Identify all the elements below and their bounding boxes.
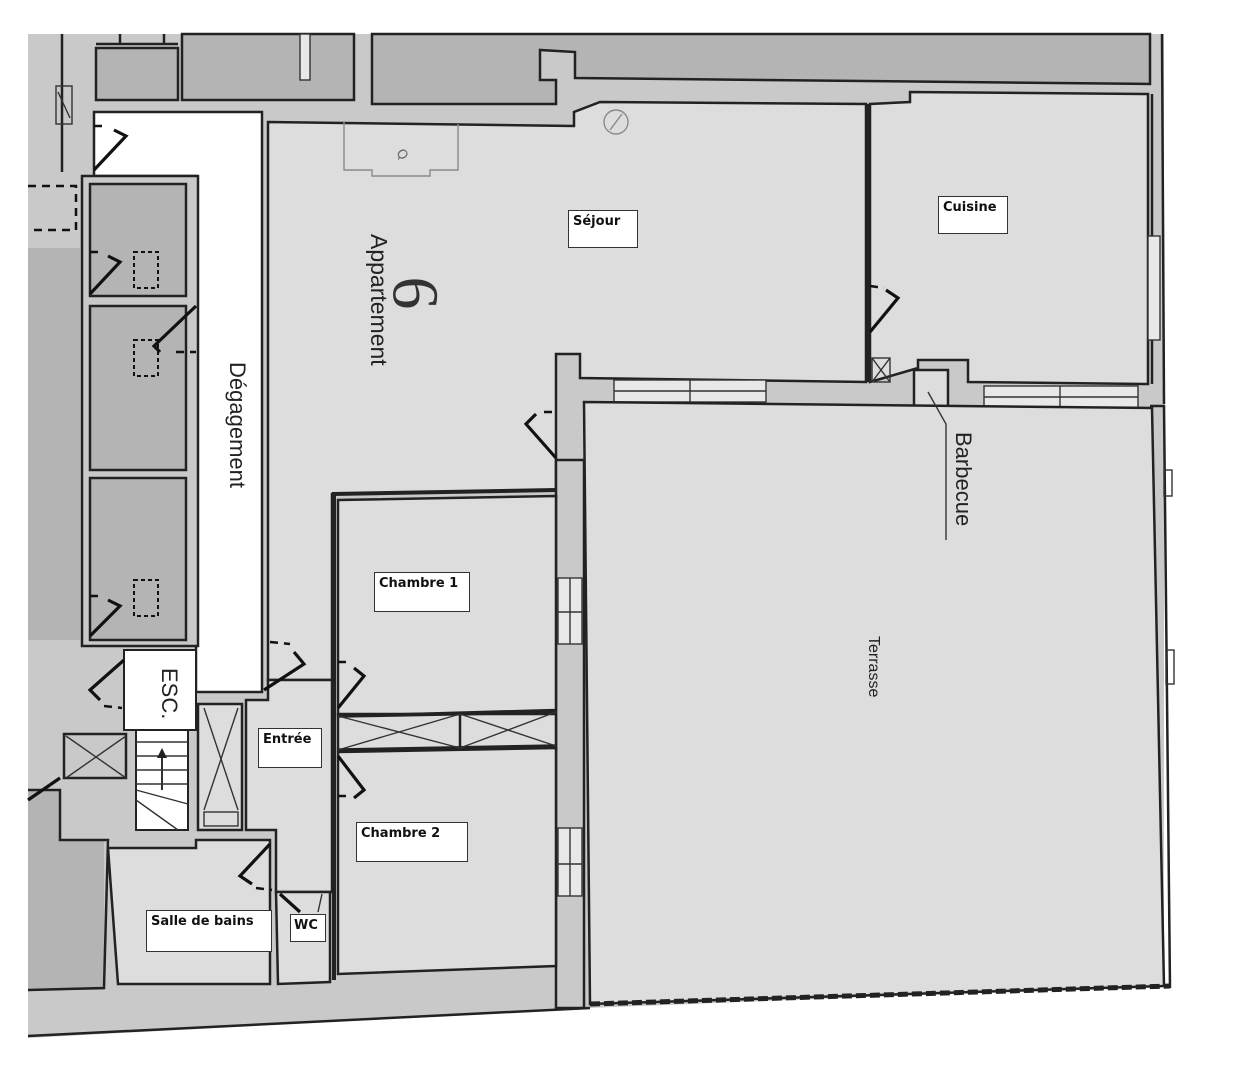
label-salle-de-bains: Salle de bains bbox=[146, 910, 272, 952]
neighbor-units-top bbox=[94, 32, 1152, 106]
door-corridor-top bbox=[92, 128, 129, 172]
label-sejour: Séjour bbox=[568, 210, 638, 248]
neighbor-units-left bbox=[27, 34, 110, 992]
label-chambre-2: Chambre 2 bbox=[356, 822, 468, 862]
shaft bbox=[196, 702, 244, 832]
label-escalier: ESC. bbox=[157, 668, 182, 720]
windows-east-bedrooms bbox=[557, 577, 583, 897]
fireplace bbox=[343, 122, 459, 177]
smoke-detector-icon bbox=[603, 109, 629, 135]
room-cuisine bbox=[868, 90, 1150, 386]
barbecue-unit bbox=[912, 368, 950, 410]
room-terrasse bbox=[582, 400, 1166, 1006]
service-duct bbox=[27, 732, 128, 802]
stair-direction-arrow-icon bbox=[157, 748, 167, 758]
label-cuisine: Cuisine bbox=[938, 196, 1008, 234]
label-barbecue: Barbecue bbox=[951, 432, 976, 527]
staircase bbox=[135, 729, 189, 831]
label-apartment-number: 6 bbox=[378, 276, 452, 310]
storage-cellars bbox=[80, 174, 200, 648]
closets bbox=[336, 710, 558, 752]
label-terrasse: Terrasse bbox=[865, 636, 882, 698]
label-degagement: Dégagement bbox=[225, 362, 250, 488]
label-entree: Entrée bbox=[258, 728, 322, 768]
label-chambre-1: Chambre 1 bbox=[374, 572, 470, 612]
label-wc: WC bbox=[290, 914, 326, 942]
